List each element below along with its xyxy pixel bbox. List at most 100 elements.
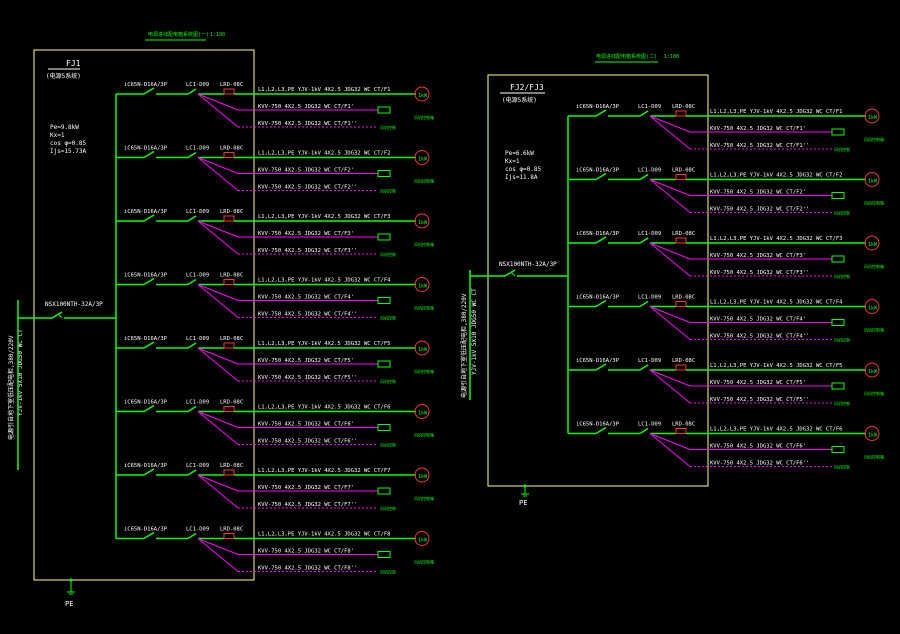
control-line [649,242,691,260]
control-box-symbol [377,487,391,495]
thermal-relay-symbol [223,215,235,222]
equipment-label: 风机控制箱 [414,114,434,120]
pe-node [69,578,73,582]
panel-fj1-name: FJ1 [66,59,81,68]
contactor-label: LC1-D09 [186,463,209,469]
control-cable-label: KVV-750 4X2.5 JDG32 WC CT/F8'' [258,566,357,572]
panel-fj1-pe-label: PE [65,600,73,608]
contactor-label: LC1-D09 [638,231,661,237]
thermal-relay-symbol [675,110,687,117]
contactor-label: LC1-D09 [186,82,209,88]
control-cable-label: KVV-750 4X2.5 JDG32 WC CT/F1' [710,126,806,132]
control-line [649,369,691,404]
breaker-label: iC65N-D16A/3P [576,168,620,174]
breaker-label: iC65N-D16A/3P [124,463,168,469]
relay-label: LRD-08C [672,104,695,110]
panel-fj2-main-breaker: NSX100NTH-32A/3P [499,261,557,268]
control-box-symbol [377,106,391,114]
breaker-symbol [143,341,155,349]
breaker-label: iC65N-D16A/3P [124,273,168,279]
power-cable-label: L1,L2,L3,PE YJV-1kV 4X2.5 JDG32 WC CT/F7 [258,468,390,474]
power-cable-label: L1,L2,L3,PE YJV-1kV 4X2.5 JDG32 WC CT/F4 [258,278,391,284]
breaker-label: iC65N-D16A/3P [576,422,620,428]
motor-symbol [864,108,880,124]
contactor-label: LC1-D09 [638,104,661,110]
motor-rating: 1kW [418,220,428,226]
control-box-symbol [831,446,845,453]
contactor-label: LC1-D09 [638,295,661,301]
contactor-symbol [639,364,649,371]
relay-label: LRD-08C [220,336,243,342]
breaker-label: iC65N-D16A/3P [124,209,168,215]
contactor-label: LC1-D09 [186,146,209,152]
motor-symbol [414,213,430,229]
control-cable-label: KVV-750 4X2.5 JDG32 WC CT/F5'' [258,375,357,381]
panel-fj2-param: Kx=1 [505,158,520,165]
motor-symbol [864,172,880,187]
power-cable-label: L1,L2,L3,PE YJV-1kV 4X2.5 JDG32 WC CT/F6 [710,427,842,433]
title-left: 电源进线配电箱系统图(一) [148,31,209,38]
breaker-symbol [595,363,607,371]
contactor-label: LC1-D09 [638,358,661,364]
breaker-symbol [143,87,155,95]
relay-label: LRD-08C [220,209,243,215]
main-breaker-symbol [51,311,63,319]
relay-label: LRD-08C [220,146,243,152]
control-box-symbol [831,192,845,199]
panel-fj1-subtitle: (电源5系统) [46,72,81,80]
control-box-symbol [831,255,845,263]
control-cable-label: KVV-750 4X2.5 JDG32 WC CT/F3'' [258,248,357,254]
breaker-label: iC65N-D16A/3P [124,527,168,533]
control-cable-label: KVV-750 4X2.5 JDG32 WC CT/F2'' [258,185,357,191]
motor-symbol [864,235,880,251]
motor-rating: 1kW [418,93,428,99]
breaker-symbol [143,468,155,476]
control-line [197,411,239,445]
thermal-relay-symbol [675,301,687,307]
control-line [649,306,691,323]
motor-symbol [414,277,430,292]
relay-label: LRD-08C [672,168,695,174]
motor-symbol [414,86,430,102]
control-box-symbol [377,360,391,368]
panel-fj1-param: Kx=1 [50,132,65,139]
power-cable-label: L1,L2,L3,PE YJV-1kV 4X2.5 JDG32 WC CT/F4 [710,300,843,306]
panel-fj1-incoming-2: YJV-1kV 5X10 JDG50 WC CT [17,329,24,416]
contactor-symbol [187,405,197,413]
control-cable-label: KVV-750 4X2.5 JDG32 WC CT/F3' [258,231,354,237]
equipment-label: 风机控制 [834,400,850,406]
motor-rating: 1kW [868,242,878,248]
title-right-suffix: 1:100 [664,54,679,60]
control-line [649,115,691,150]
motor-symbol [864,362,880,378]
control-box-symbol [377,551,391,558]
control-line [649,306,691,340]
contactor-symbol [639,237,649,244]
motor-symbol [414,531,430,546]
control-line [197,474,239,492]
panel-fj2-param: Ijs=11.8A [505,174,538,181]
relay-label: LRD-08C [220,400,243,406]
power-cable-label: L1,L2,L3,PE YJV-1kV 4X2.5 JDG32 WC CT/F3 [710,236,842,242]
control-line [197,93,239,128]
control-cable-label: KVV-750 4X2.5 JDG32 WC CT/F1'' [258,121,357,127]
control-cable-label: KVV-750 4X2.5 JDG32 WC CT/F6' [258,422,354,428]
motor-rating: 1kW [418,347,428,353]
motor-rating: 1kW [418,538,428,544]
control-cable-label: KVV-750 4X2.5 JDG32 WC CT/F4'' [710,334,809,340]
equipment-label: 风机控制 [380,188,396,194]
control-cable-label: KVV-750 4X2.5 JDG32 WC CT/F2' [258,168,354,174]
equipment-label: 风机控制箱 [414,305,434,311]
contactor-symbol [187,151,197,159]
equipment-label: 风机控制箱 [864,263,884,269]
control-cable-label: KVV-750 4X2.5 JDG32 WC CT/F4'' [258,312,357,318]
control-line [197,284,239,318]
panel-fj2-name: FJ2/FJ3 [510,83,544,92]
control-line [649,433,691,450]
thermal-relay-symbol [675,364,687,371]
breaker-symbol [143,150,155,159]
thermal-relay-symbol [223,469,235,476]
equipment-label: 风机控制 [380,378,396,384]
panel-fj1-incoming-1: 电源引自地下室低压配电柜,380/220V [7,335,15,440]
title-left-suffix: 1:100 [210,32,225,38]
